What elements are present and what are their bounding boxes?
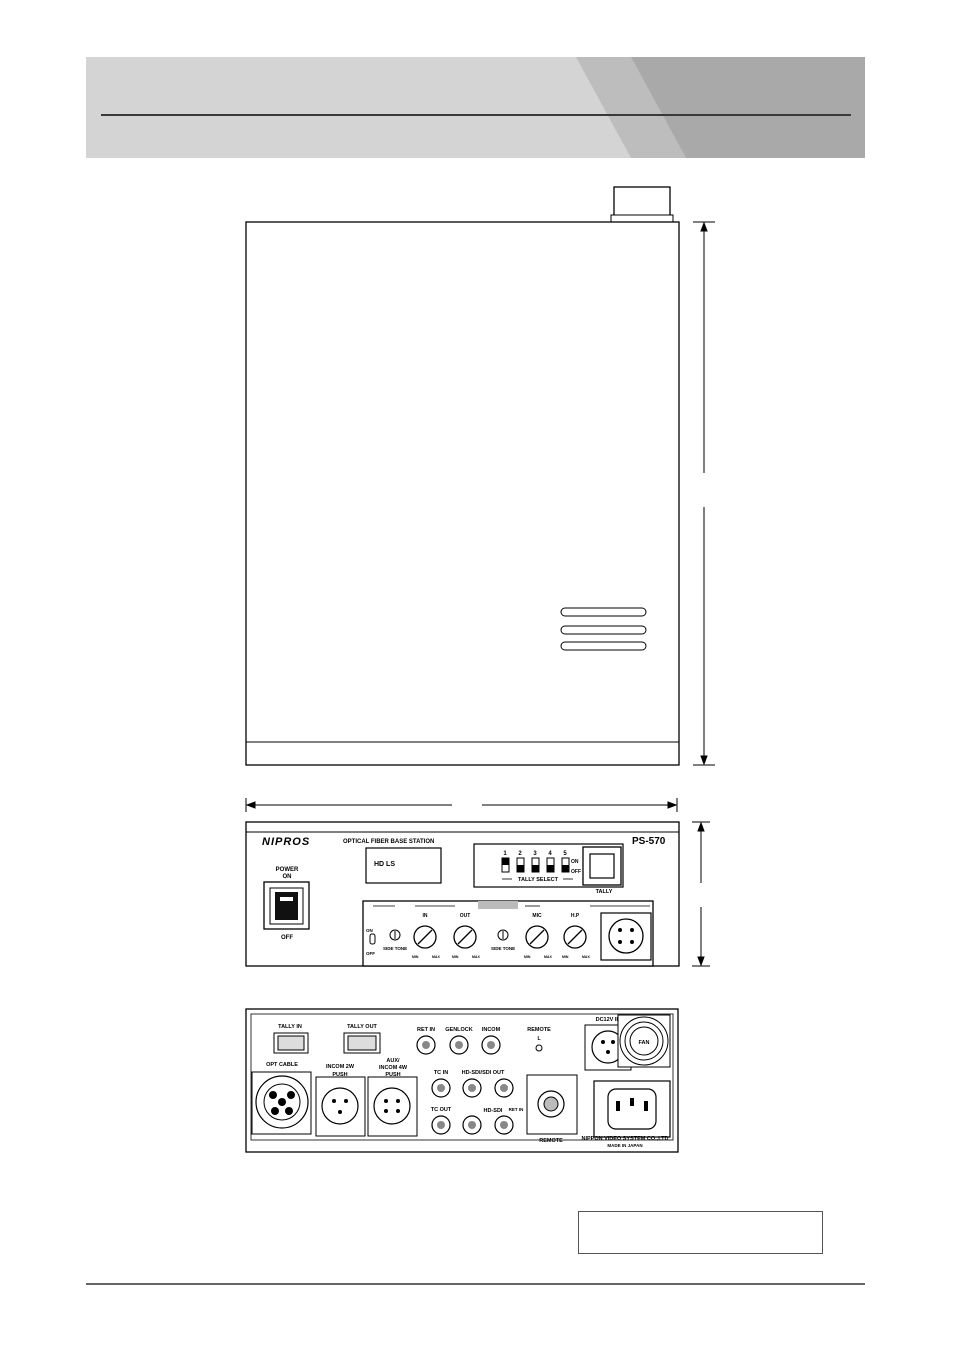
- knob-in-min: MIN: [412, 955, 419, 959]
- side-tone-label-left: SIDE TONE: [383, 946, 407, 951]
- tally-number-2: 2: [518, 851, 522, 857]
- height-dimension-line: [693, 221, 715, 766]
- aux-incom-label-line2: INCOM 4W: [379, 1065, 408, 1071]
- tally-select-label: TALLY SELECT: [518, 877, 559, 883]
- knob-hp[interactable]: [563, 925, 587, 949]
- top-view: [245, 186, 715, 766]
- vent-slots: [560, 607, 647, 651]
- knob-in-label: IN: [423, 913, 428, 919]
- remote-bottom-label: REMOTE: [539, 1138, 563, 1144]
- ret-in-label: RET IN: [417, 1027, 435, 1033]
- maker-label: NIPPON VIDEO SYSTEM CO.,LTD: [582, 1136, 669, 1142]
- tally-in-label: TALLY IN: [278, 1024, 302, 1030]
- tally-in-connector[interactable]: [273, 1032, 309, 1054]
- hd-sdi-ret-label: HD-SDI: [484, 1108, 503, 1114]
- ret-in-small-label: RET IN: [509, 1107, 524, 1112]
- fan-label: FAN: [639, 1040, 650, 1046]
- knob-out[interactable]: [453, 925, 477, 949]
- brand-logo: NIPROS: [262, 836, 310, 848]
- hd-sdi-out-connector-2[interactable]: [494, 1078, 514, 1098]
- hd-sdi-out-connector-1[interactable]: [462, 1078, 482, 1098]
- tally-number-3: 3: [533, 851, 537, 857]
- tc-out-label: TC OUT: [431, 1107, 452, 1113]
- opt-cable-connector[interactable]: [251, 1071, 312, 1135]
- remote-l-label: L: [537, 1036, 540, 1042]
- knob-mic-min: MIN: [524, 955, 531, 959]
- model-name: PS-570: [632, 836, 666, 847]
- knob-mic-label: MIC: [532, 913, 542, 919]
- incom-label: INCOM: [482, 1027, 501, 1033]
- incom-connector[interactable]: [481, 1035, 501, 1055]
- tally-number-4: 4: [548, 851, 552, 857]
- dc-in-label: DC12V IN: [596, 1017, 621, 1023]
- power-off-label: OFF: [281, 935, 293, 941]
- tally-select-switches[interactable]: 1 2 3 4 5: [501, 851, 570, 873]
- knob-hp-min: MIN: [562, 955, 569, 959]
- aux-incom-label-line1: AUX/: [386, 1058, 400, 1064]
- side-tone-trim-left[interactable]: [389, 929, 401, 941]
- hd-sdi-ret-in-connector[interactable]: [494, 1115, 514, 1135]
- power-on-label: ON: [283, 874, 292, 880]
- tally-button[interactable]: [582, 846, 622, 886]
- side-tone-label-right: SIDE TONE: [491, 946, 515, 951]
- hd-sdi-out-connector-3[interactable]: [462, 1115, 482, 1135]
- knob-in-max: MAX: [432, 955, 440, 959]
- width-dimension: [245, 798, 678, 812]
- front-height-dimension: [692, 821, 710, 967]
- knob-out-max: MAX: [472, 955, 480, 959]
- ac-inlet[interactable]: [593, 1080, 671, 1138]
- toggle-on-label: ON: [366, 928, 373, 933]
- knob-in[interactable]: [413, 925, 437, 949]
- tally-out-connector[interactable]: [343, 1032, 381, 1054]
- made-in-label: MADE IN JAPAN: [607, 1143, 642, 1148]
- header-band: [86, 57, 865, 158]
- knob-out-label: OUT: [460, 913, 471, 919]
- hd-sdi-out-label: HD-SDI/SDI OUT: [462, 1070, 505, 1076]
- display-text: HD LS: [374, 861, 395, 868]
- header-band-graphic: [86, 57, 865, 158]
- incom-2w-push-label: PUSH: [332, 1072, 347, 1078]
- toggle-off-label: OFF: [366, 951, 375, 956]
- aux-incom-connector[interactable]: [367, 1076, 418, 1137]
- tc-in-label: TC IN: [434, 1070, 448, 1076]
- knob-hp-label: H.P: [571, 913, 580, 919]
- tally-number-5: 5: [563, 851, 567, 857]
- remote-connector[interactable]: [526, 1074, 578, 1135]
- caption-box: [578, 1211, 823, 1254]
- display-window: [365, 847, 442, 884]
- remote-indicator: [535, 1044, 543, 1052]
- device-name: OPTICAL FIBER BASE STATION: [343, 839, 434, 845]
- tally-on-label: ON: [571, 859, 579, 865]
- knob-out-min: MIN: [452, 955, 459, 959]
- tc-out-connector[interactable]: [431, 1115, 451, 1135]
- genlock-connector[interactable]: [449, 1035, 469, 1055]
- power-label: POWER: [276, 867, 299, 873]
- tally-off-label: OFF: [571, 869, 581, 875]
- knob-mic-max: MAX: [544, 955, 552, 959]
- ret-in-connector[interactable]: [416, 1035, 436, 1055]
- remote-top-label: REMOTE: [527, 1027, 551, 1033]
- front-panel: NIPROS OPTICAL FIBER BASE STATION PS-570…: [245, 821, 710, 967]
- knob-scale-labels: MIN MAX MIN MAX MIN MAX MIN MAX: [412, 955, 590, 959]
- tally-button-label: TALLY: [596, 889, 613, 895]
- incom-2w-label: INCOM 2W: [326, 1064, 355, 1070]
- knob-hp-max: MAX: [582, 955, 590, 959]
- power-switch[interactable]: [263, 881, 310, 930]
- top-view-body: [245, 221, 680, 766]
- side-tone-toggle[interactable]: [369, 933, 376, 945]
- genlock-label: GENLOCK: [445, 1027, 473, 1033]
- aux-incom-push-label: PUSH: [385, 1072, 400, 1078]
- tally-out-label: TALLY OUT: [347, 1024, 377, 1030]
- side-tone-trim-right[interactable]: [497, 929, 509, 941]
- fan-icon: [617, 1014, 671, 1068]
- footer-rule: [86, 1283, 865, 1285]
- rear-panel: TALLY IN TALLY OUT RET IN GENLOCK INCOM …: [245, 1008, 679, 1153]
- headset-xlr-connector[interactable]: [600, 912, 652, 961]
- knob-mic[interactable]: [525, 925, 549, 949]
- tc-in-connector[interactable]: [431, 1078, 451, 1098]
- incom-2w-connector[interactable]: [315, 1076, 366, 1137]
- tally-number-1: 1: [503, 851, 507, 857]
- opt-cable-label: OPT CABLE: [266, 1062, 298, 1068]
